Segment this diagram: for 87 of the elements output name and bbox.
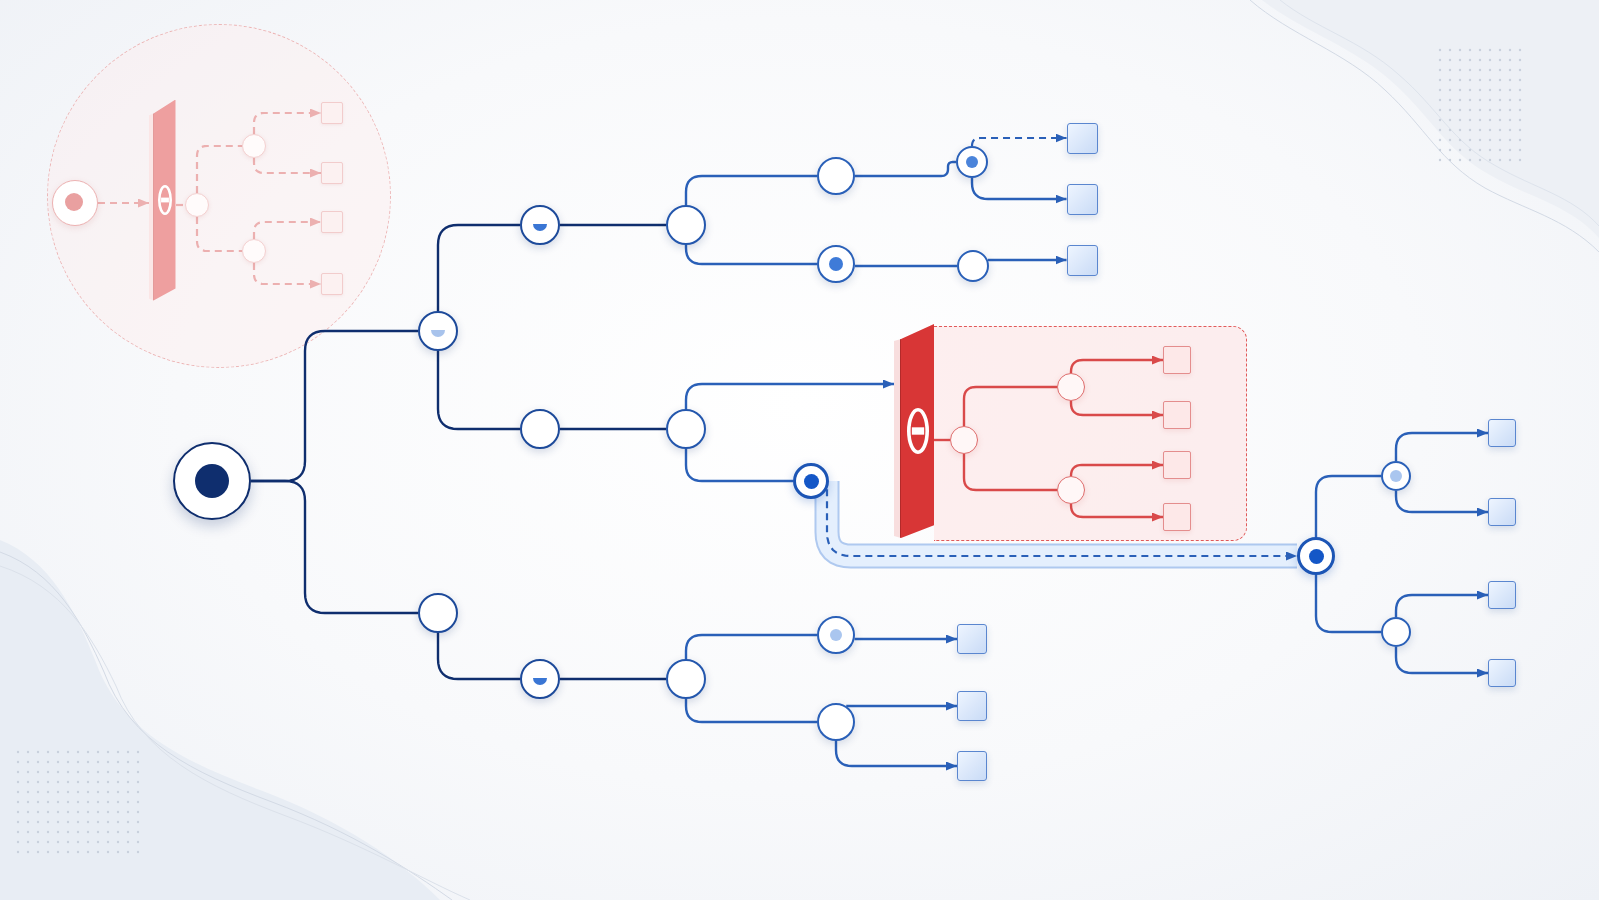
circle-node [666, 205, 706, 245]
arrow [684, 379, 894, 409]
circle-node [1057, 372, 1085, 401]
arrow [970, 133, 1067, 148]
circle-node [241, 238, 266, 263]
arrow [98, 198, 149, 208]
arrow [1069, 400, 1163, 420]
arrow [1069, 460, 1163, 478]
square-node [957, 691, 987, 721]
connector-line [684, 174, 817, 205]
circle-node [793, 463, 829, 499]
connector-line [176, 203, 185, 207]
connector-line [684, 633, 817, 659]
connector-line [436, 633, 520, 681]
circle-node [1297, 537, 1335, 575]
circle-node [520, 409, 560, 449]
arrow [1394, 428, 1488, 461]
square-node [1066, 183, 1098, 215]
circle-node [817, 157, 855, 195]
circle-node [666, 659, 706, 699]
arrow [252, 263, 321, 289]
arrow [1394, 491, 1488, 517]
arrow [252, 158, 321, 178]
arrow [846, 701, 957, 711]
connector-line [560, 677, 666, 681]
connector-line [251, 479, 418, 615]
circle-node [950, 425, 978, 454]
connector-line [684, 245, 817, 266]
circle-node [1381, 461, 1411, 491]
connector-line [560, 427, 666, 431]
square-node [957, 624, 987, 654]
circle-node [817, 616, 855, 654]
circle-node [956, 146, 988, 178]
square-node [1488, 419, 1516, 447]
arrow [1394, 590, 1488, 617]
arrow [1069, 503, 1163, 522]
arrow [252, 108, 321, 134]
square-node [1488, 659, 1516, 687]
circle-node [173, 442, 251, 520]
circle-node [418, 311, 458, 351]
connector-line [195, 217, 242, 253]
square-node [320, 210, 343, 233]
arrow [970, 178, 1067, 204]
circle-node [1381, 617, 1411, 647]
square-node [1163, 345, 1191, 374]
connector-line [684, 449, 793, 483]
square-node [1066, 244, 1098, 276]
square-node [320, 161, 343, 184]
arrow [987, 255, 1067, 265]
connector-line [560, 223, 666, 227]
arrow [834, 741, 957, 771]
blocked-zone [934, 326, 1247, 541]
circle-node [241, 133, 266, 158]
circle-node [666, 409, 706, 449]
circle-node [520, 205, 560, 245]
arrow [252, 217, 321, 239]
connector-line [855, 160, 956, 178]
connector-line [854, 264, 957, 268]
connector-line [436, 351, 520, 431]
connector-line [1314, 575, 1381, 634]
square-node [1066, 122, 1098, 154]
connector-line [962, 385, 1057, 426]
square-node [1163, 450, 1191, 479]
circle-node [184, 192, 209, 217]
square-node [320, 101, 343, 124]
square-node [1488, 498, 1516, 526]
arrow [1394, 647, 1488, 678]
square-node [320, 272, 343, 295]
connector-line [195, 144, 242, 193]
square-node [1163, 400, 1191, 429]
arrow [1069, 355, 1163, 374]
square-node [1488, 581, 1516, 609]
square-node [957, 751, 987, 781]
arrow [825, 489, 1297, 561]
square-node [1163, 502, 1191, 531]
circle-node [1057, 475, 1085, 504]
circle-node [520, 659, 560, 699]
connector-line [1314, 474, 1381, 537]
circle-node [817, 245, 855, 283]
connector-line [684, 699, 817, 724]
connector-line [962, 454, 1057, 492]
circle-node [418, 593, 458, 633]
connector-line [436, 223, 520, 311]
circle-node [817, 703, 855, 741]
circle-node [957, 250, 989, 282]
circle-node [51, 179, 98, 226]
arrow [854, 634, 957, 644]
